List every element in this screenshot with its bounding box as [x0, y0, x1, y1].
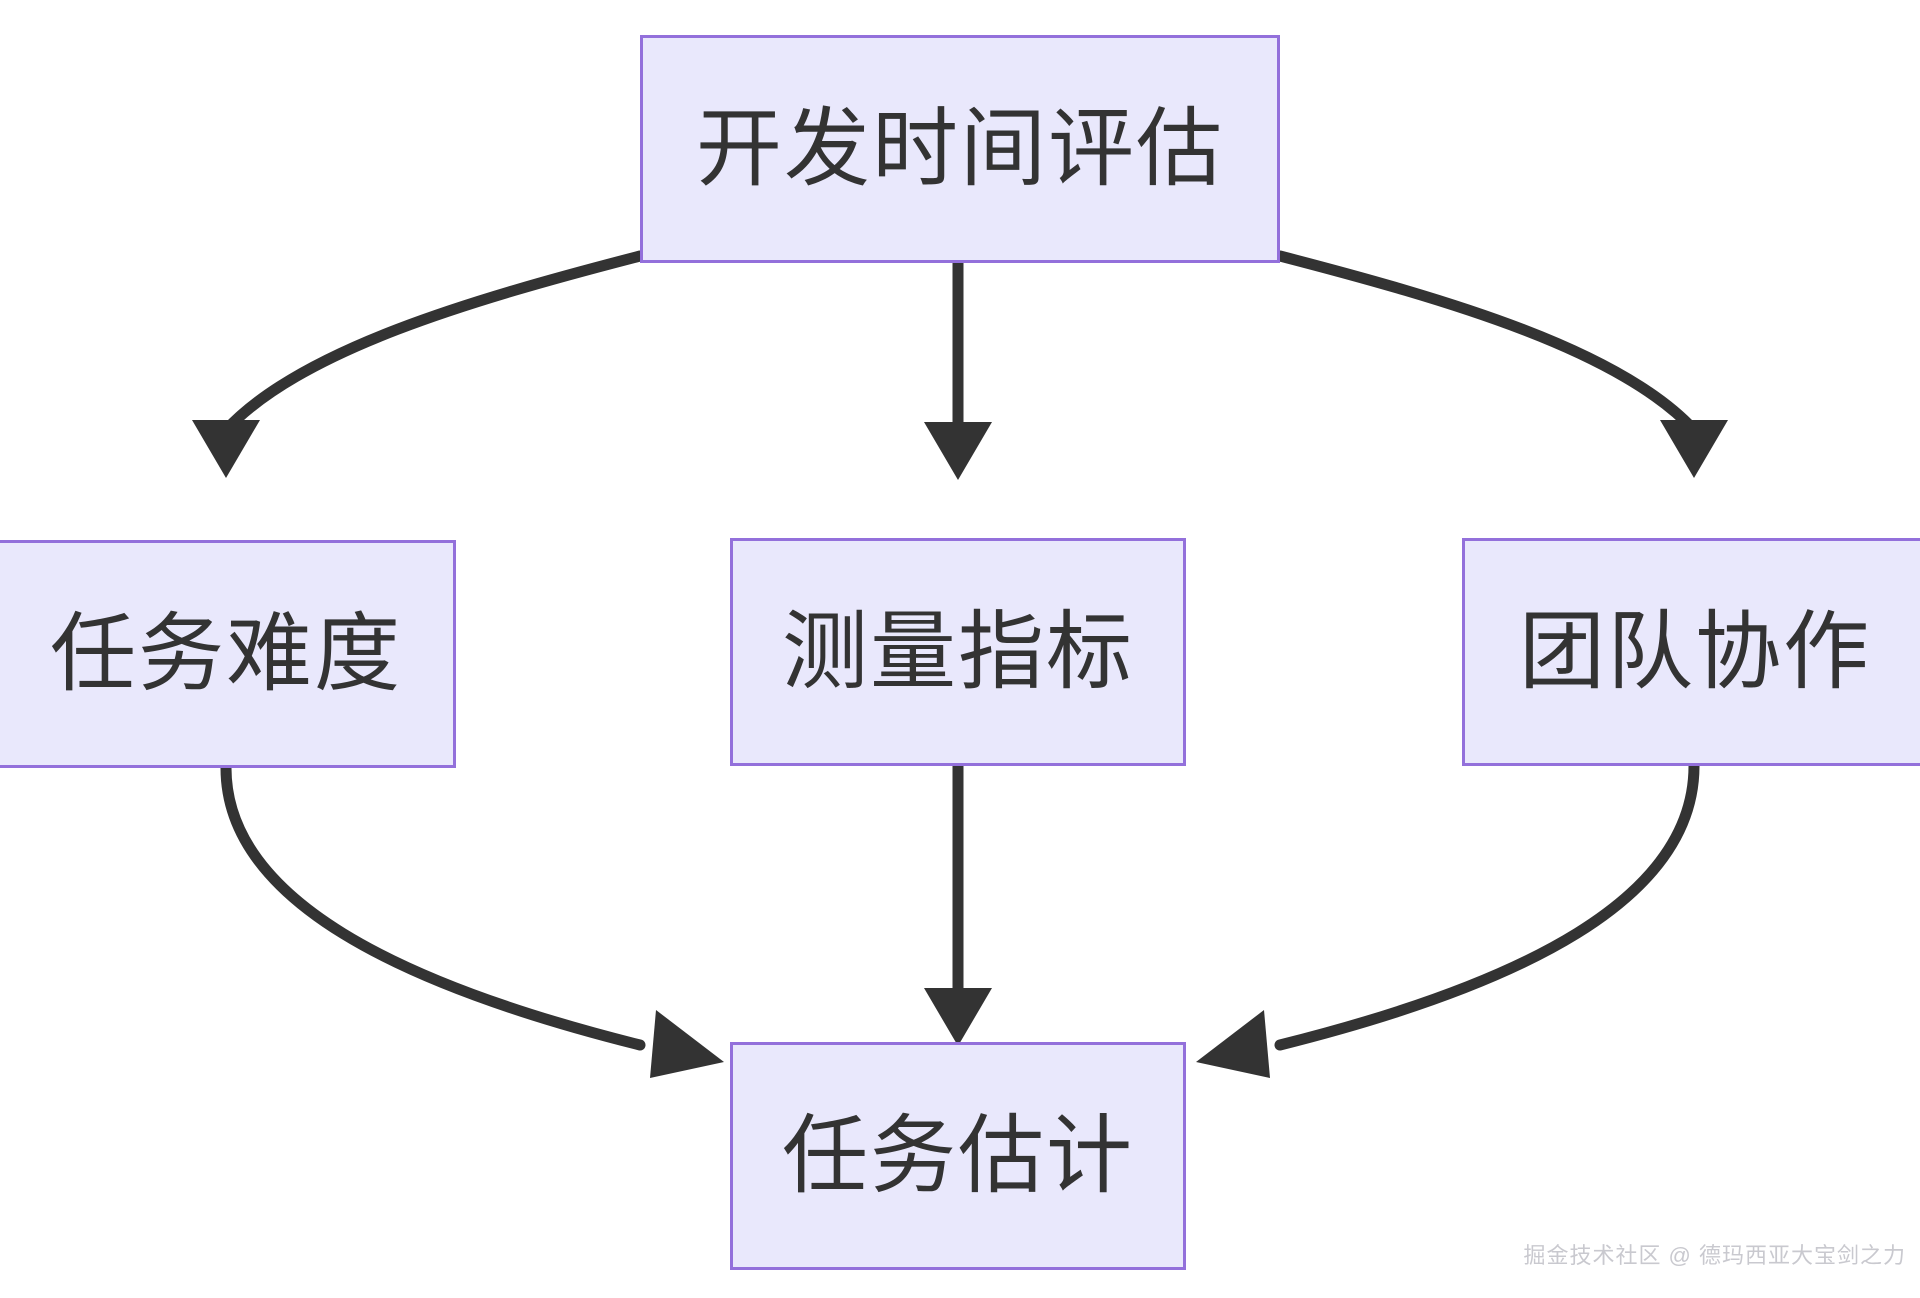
flow-node-label: 任务估计: [782, 1108, 1134, 1204]
flow-node-measurement-metrics[interactable]: 测量指标: [730, 538, 1186, 766]
flow-node-task-difficulty[interactable]: 任务难度: [0, 540, 456, 768]
edge-root-to-metrics: [924, 257, 992, 480]
flow-node-label: 测量指标: [782, 604, 1134, 700]
flow-node-label: 团队协作: [1519, 604, 1871, 700]
flow-node-label: 开发时间评估: [696, 101, 1224, 197]
edge-teamwork-to-estimate: [1196, 760, 1700, 1078]
flow-node-label: 任务难度: [50, 606, 402, 702]
edge-difficulty-to-estimate: [220, 762, 724, 1078]
edge-root-to-teamwork: [1274, 250, 1728, 478]
edge-root-to-difficulty: [192, 250, 646, 478]
flow-node-team-collaboration[interactable]: 团队协作: [1462, 538, 1920, 766]
edge-metrics-to-estimate: [924, 760, 992, 1046]
watermark-text: 掘金技术社区 @ 德玛西亚大宝剑之力: [1523, 1243, 1906, 1268]
flow-node-task-estimation[interactable]: 任务估计: [730, 1042, 1186, 1270]
flow-node-development-time-estimation[interactable]: 开发时间评估: [640, 35, 1280, 263]
